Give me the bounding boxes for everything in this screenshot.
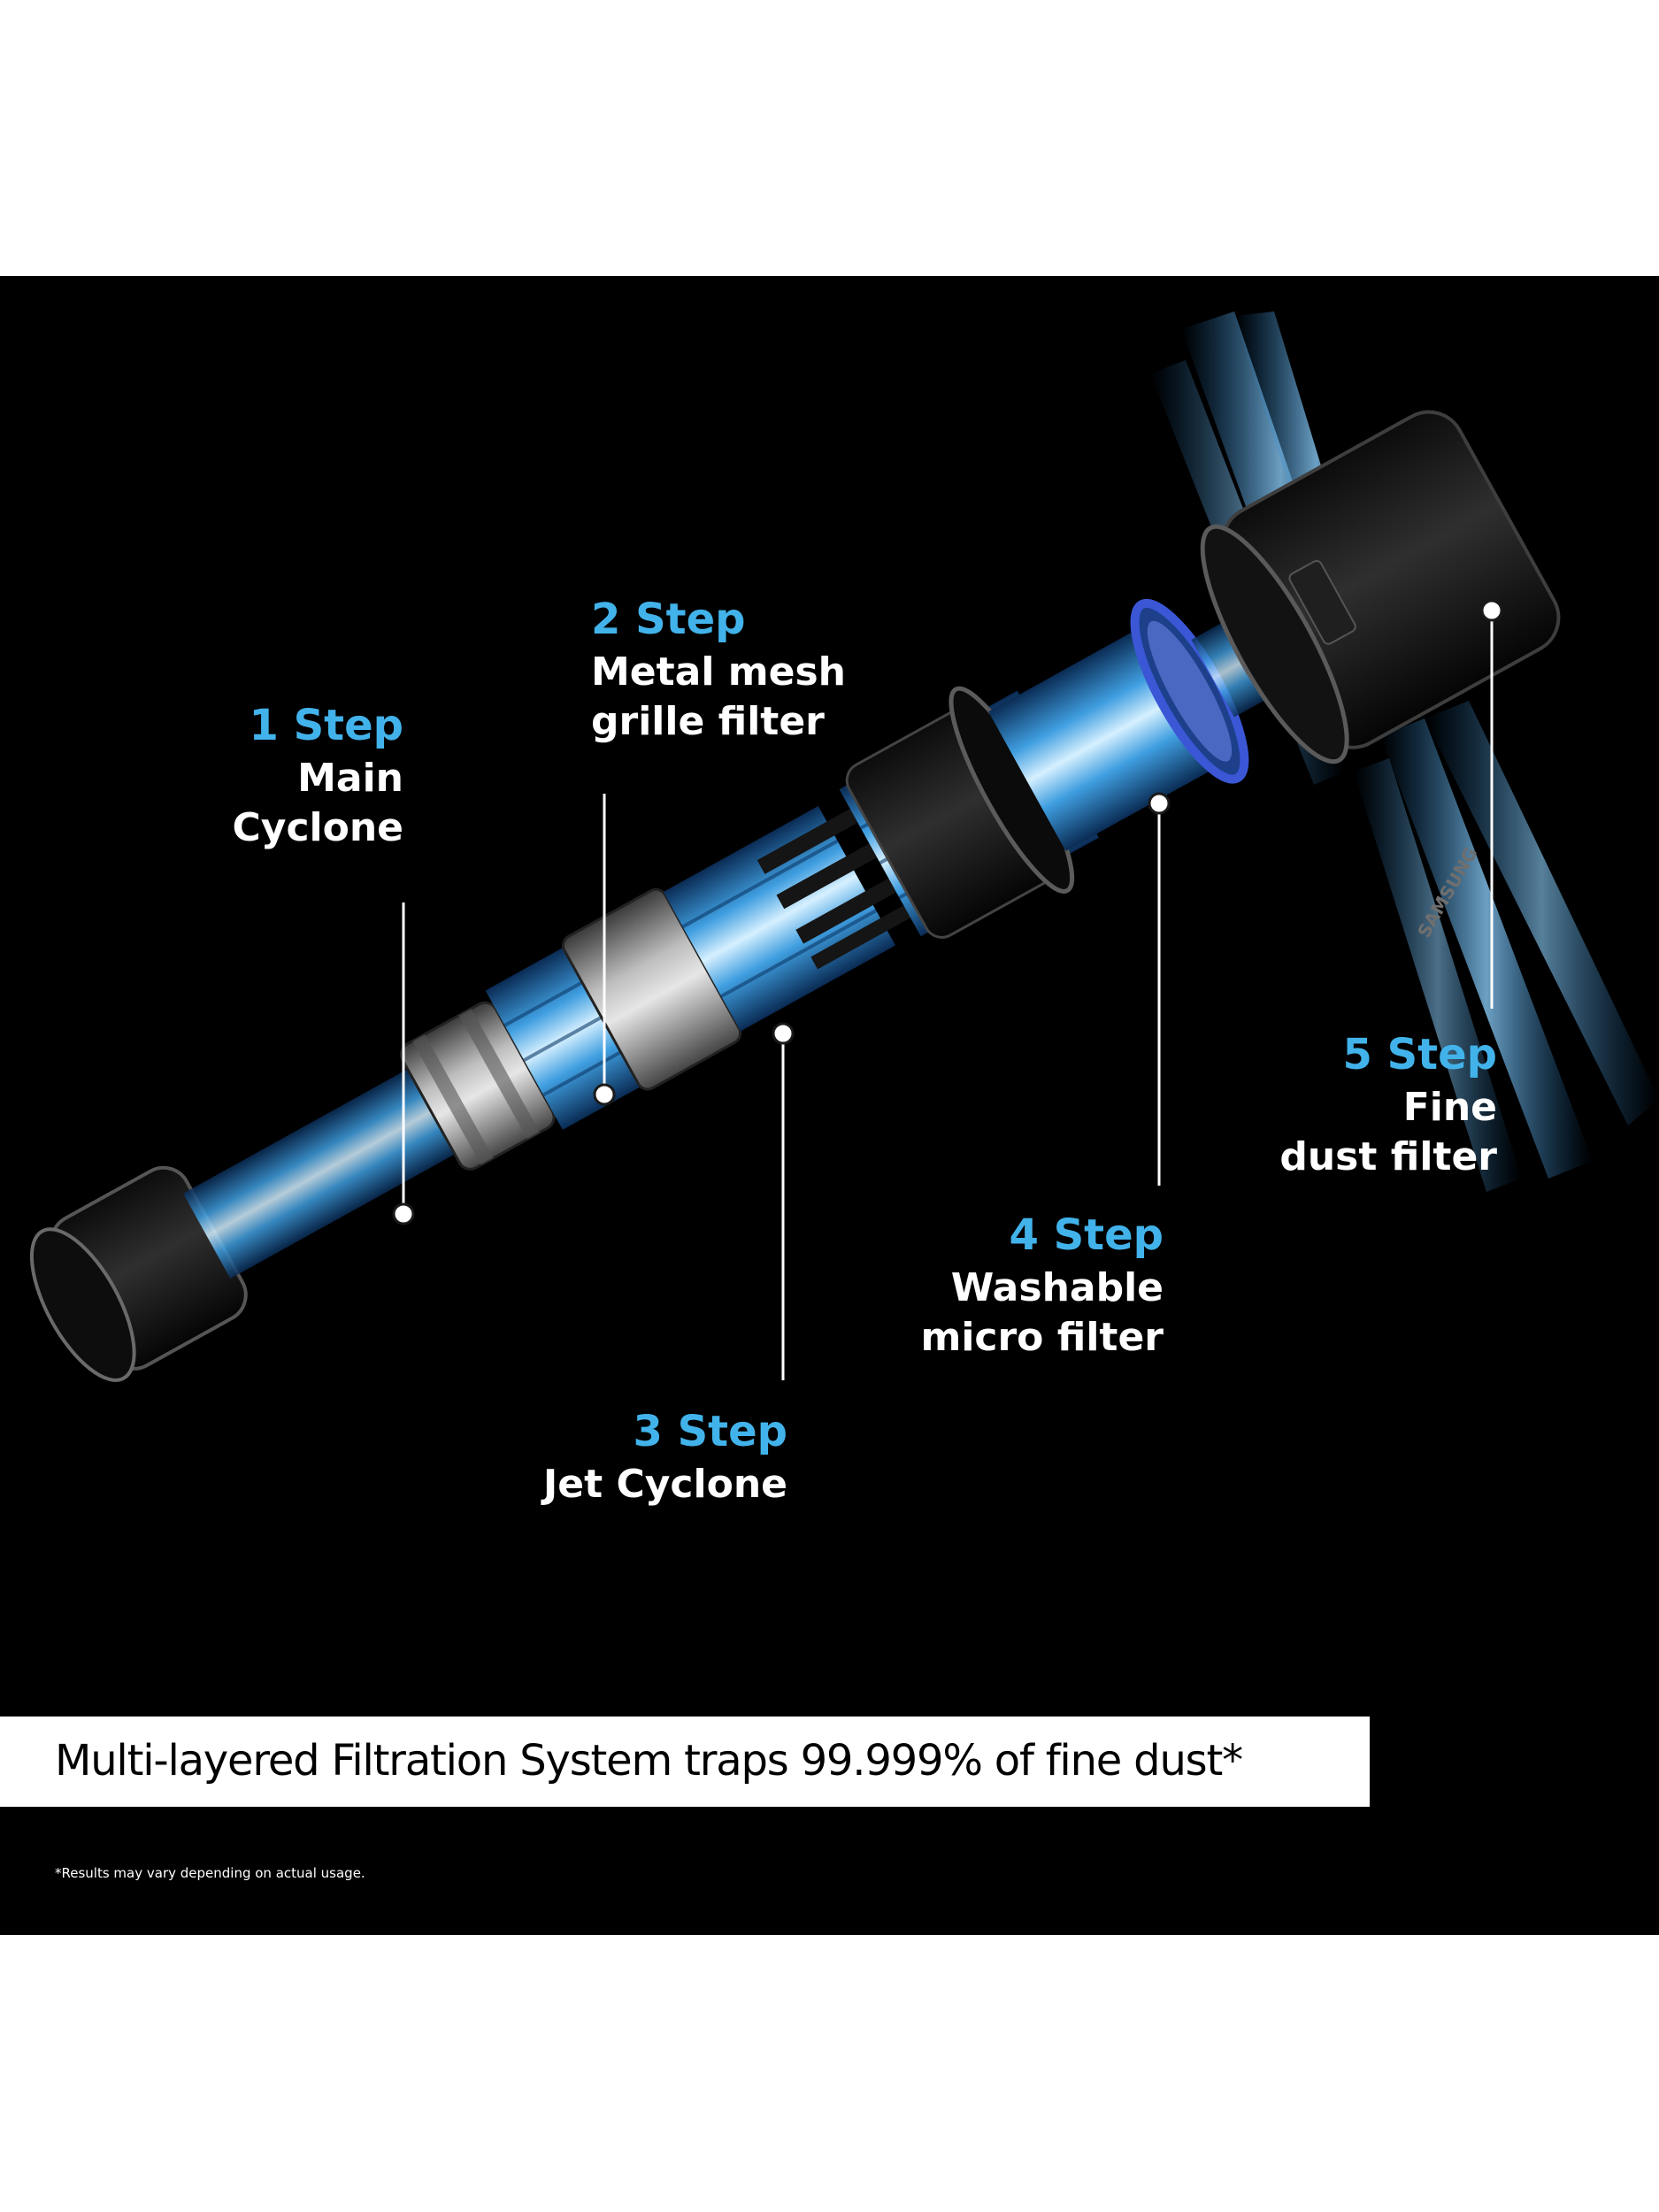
step-5-line-1: Fine xyxy=(1402,1085,1497,1130)
leader-markers xyxy=(392,599,1503,1225)
vacuum-filter-illustration: SAMSUNG xyxy=(29,311,1659,1382)
headline-banner: Multi-layered Filtration System traps 99… xyxy=(0,1717,1370,1807)
step-4-line-1: Washable xyxy=(950,1265,1164,1310)
step-4-line-2: micro filter xyxy=(920,1315,1164,1360)
step-3-label: 3 Step Jet Cyclone xyxy=(495,1410,787,1515)
step-4-number: 4 Step xyxy=(1009,1210,1164,1260)
step-2-line-2: grille filter xyxy=(591,699,825,744)
step-1-line-2: Cyclone xyxy=(232,805,403,850)
filter-assembly xyxy=(29,410,1561,1382)
step-2-number: 2 Step xyxy=(591,595,746,644)
step-4-label: 4 Step Washable micro filter xyxy=(885,1214,1164,1368)
footnote-text: *Results may vary depending on actual us… xyxy=(55,1865,365,1881)
step-5-line-2: dust filter xyxy=(1279,1134,1497,1179)
leader-lines xyxy=(402,611,1494,1380)
product-illustration-panel: SAMSUNG 1 Step Main Cyclone 2 Step Metal… xyxy=(0,276,1659,1935)
step-1-number: 1 Step xyxy=(249,701,403,750)
step-5-number: 5 Step xyxy=(1342,1030,1497,1079)
step-3-line-1: Jet Cyclone xyxy=(542,1462,787,1507)
step-2-line-1: Metal mesh xyxy=(591,649,846,695)
step-1-label: 1 Step Main Cyclone xyxy=(177,704,403,858)
step-5-label: 5 Step Fine dust filter xyxy=(1239,1033,1497,1187)
step-1-line-1: Main xyxy=(297,756,403,801)
step-2-label: 2 Step Metal mesh grille filter xyxy=(591,598,874,752)
headline-text: Multi-layered Filtration System traps 99… xyxy=(55,1736,1243,1786)
step-3-number: 3 Step xyxy=(633,1407,787,1456)
